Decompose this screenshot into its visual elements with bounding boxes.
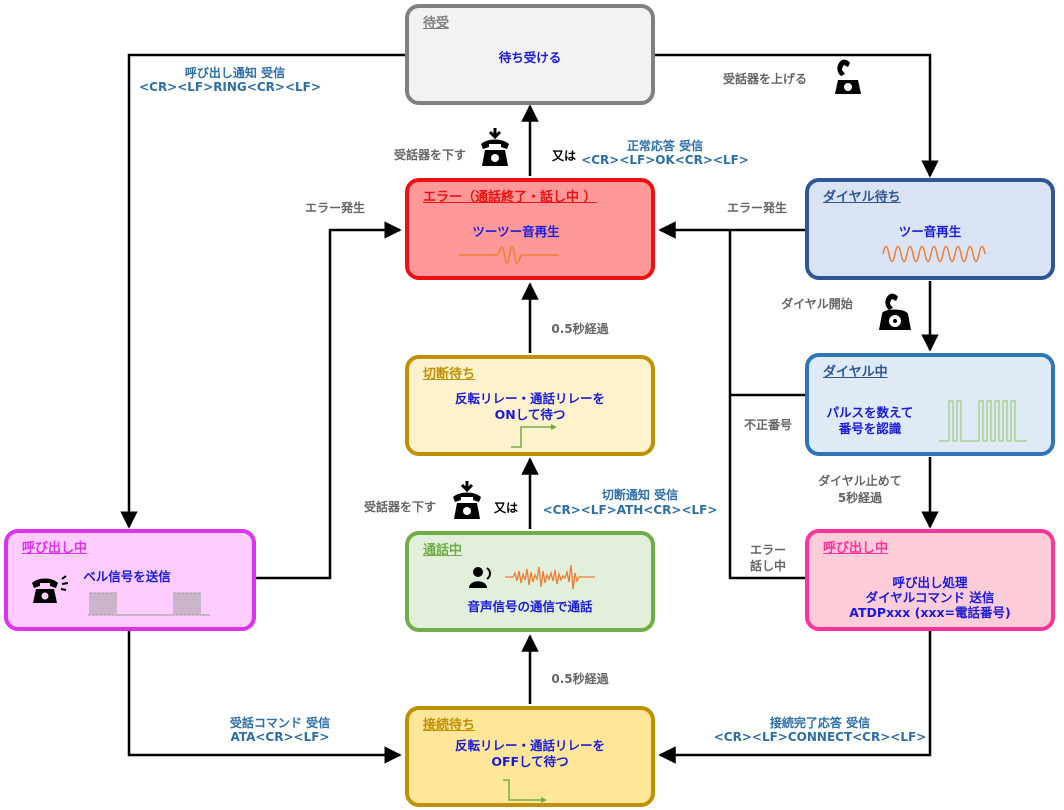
arrow-ring [120,53,405,529]
state-talking-title: 通話中 [423,543,463,558]
arrow-invalid-number [728,230,805,397]
label-ath-2: <CR><LF>ATH<CR><LF> [542,503,718,517]
state-dialing-desc-1: パルスを数えて [826,405,914,420]
label-ata-2: ATA<CR><LF> [230,730,330,744]
rotary-phone-icon [879,293,911,330]
label-ring-1: 呼び出し通知 受信 [184,66,286,80]
voice-waveform-icon [505,564,595,590]
person-speaking-icon [469,567,491,588]
label-hangup-mid: 受話器を下す [363,500,436,514]
label-ok-2: <CR><LF>OK<CR><LF> [581,153,749,167]
arrow-connect [658,631,932,764]
handset-up-icon [835,59,861,94]
label-or-top: 又は [551,149,576,163]
state-incoming-call-desc: ベル信号を送信 [83,569,171,584]
label-dial-stop-1: ダイヤル止めて [818,474,902,488]
bell-signal-waveform-icon [88,592,210,616]
handset-down-icon [481,128,509,166]
label-connect-2: <CR><LF>CONNECT<CR><LF> [713,730,927,744]
label-error-right: エラー発生 [726,201,787,215]
state-dialing-desc-2: 番号を認識 [838,421,902,436]
beep-waveform-icon [459,246,559,264]
state-talking: 通話中 音声信号の通信で通話 [405,531,655,632]
pulse-waveform-icon [939,400,1027,442]
handset-down-icon-2 [453,481,481,519]
arrow-pickup [655,53,939,178]
label-error-left: エラー発生 [304,201,365,215]
state-outgoing-call-desc-3: ATDPxxx (xxx=電話番号) [849,605,1011,620]
state-incoming-call-title: 呼び出し中 [22,541,88,556]
label-dial-start: ダイヤル開始 [781,297,853,311]
state-taiki-title: 待受 [423,16,450,31]
label-half-sec-top: 0.5秒経過 [551,322,609,336]
state-dialing-title: ダイヤル中 [823,365,888,380]
state-outgoing-call-desc-2: ダイヤルコマンド 送信 [865,590,995,605]
arrow-busy [728,395,805,580]
state-outgoing-call: 呼び出し中 呼び出し処理 ダイヤルコマンド 送信 ATDPxxx (xxx=電話… [805,529,1055,631]
state-taiki: 待受 待ち受ける [405,4,655,105]
state-dial-wait-desc: ツー音再生 [898,224,962,239]
state-dialing: ダイヤル中 パルスを数えて 番号を認識 [805,353,1055,456]
state-disconnect-wait-desc-2: ONして待つ [494,407,566,422]
arrow-ata [127,631,402,764]
state-incoming-call: 呼び出し中 ベル信号を送信 [4,529,256,631]
label-ata-1: 受話コマンド 受信 [229,716,331,730]
state-outgoing-call-title: 呼び出し中 [823,541,889,556]
label-pickup: 受話器を上げる [722,72,807,86]
label-ring-2: <CR><LF>RING<CR><LF> [139,80,321,94]
state-disconnect-wait-title: 切断待ち [423,367,476,382]
dial-tone-waveform-icon [882,245,986,263]
arrow-incoming-error [256,221,402,580]
state-connect-wait-desc-2: OFFして待つ [491,754,569,769]
label-hangup-top: 受話器を下す [393,148,466,162]
state-error: エラー（通話終了・話し中 ） ツーツー音再生 [405,178,655,280]
label-busy-2: 話し中 [749,559,786,573]
state-connect-wait-desc-1: 反転リレー・通話リレーを [454,738,605,753]
label-ok-1: 正常応答 受信 [626,139,704,153]
state-connect-wait: 接続待ち 反転リレー・通話リレーを OFFして待つ [405,706,655,807]
state-dial-wait-title: ダイヤル待ち [823,190,901,205]
label-invalid-number: 不正番号 [743,418,792,432]
state-dial-wait: ダイヤル待ち ツー音再生 [805,178,1055,280]
state-outgoing-call-desc-1: 呼び出し処理 [892,575,968,590]
state-disconnect-wait: 切断待ち 反転リレー・通話リレーを ONして待つ [405,355,655,456]
state-error-title: エラー（通話終了・話し中 ） [423,190,597,205]
state-error-desc: ツーツー音再生 [472,224,560,239]
label-half-sec-bottom: 0.5秒経過 [551,672,609,686]
step-off-signal-icon [503,779,547,803]
step-on-signal-icon [511,424,557,448]
state-disconnect-wait-desc-1: 反転リレー・通話リレーを [454,391,605,406]
ringing-phone-icon [32,575,69,603]
state-talking-desc: 音声信号の通信で通話 [467,599,593,614]
label-dial-stop-2: 5秒経過 [837,491,883,505]
state-connect-wait-title: 接続待ち [423,718,476,733]
label-busy-1: エラー [749,543,786,557]
state-taiki-desc: 待ち受ける [498,50,562,65]
label-or-mid: 又は [493,501,518,515]
label-ath-1: 切断通知 受信 [601,488,679,502]
label-connect-1: 接続完了応答 受信 [769,716,871,730]
